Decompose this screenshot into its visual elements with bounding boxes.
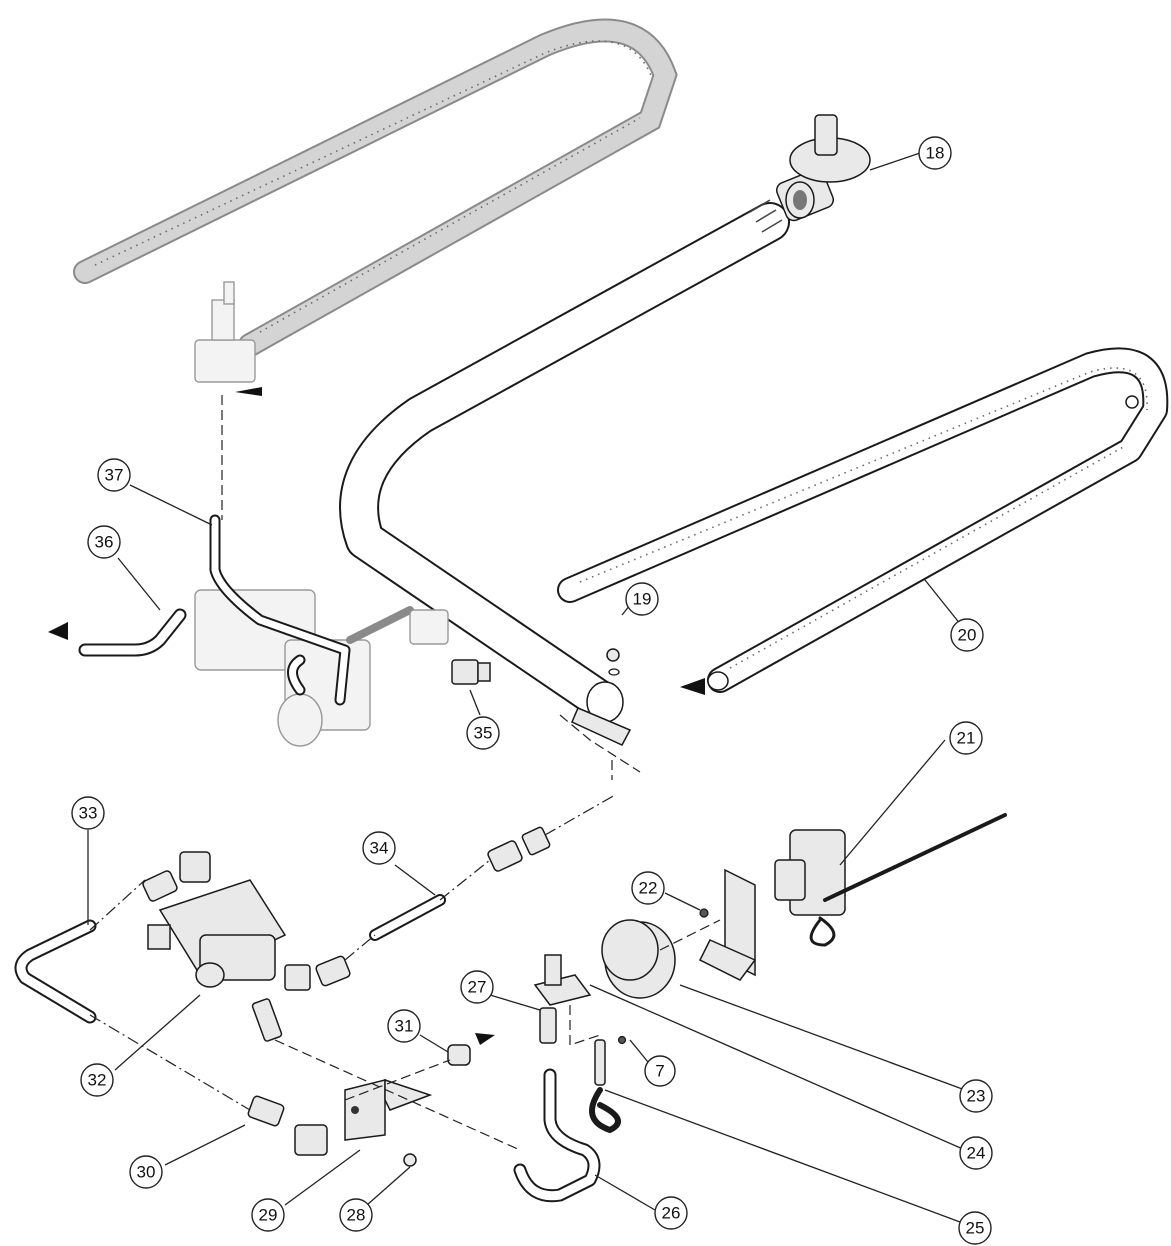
tube-34: [369, 826, 551, 941]
tube-36: [78, 608, 187, 657]
screw-7: [617, 1035, 627, 1045]
callout-33: 33: [71, 796, 105, 830]
svg-text:26: 26: [662, 1204, 681, 1223]
elbow-top: [142, 851, 211, 902]
svg-text:31: 31: [395, 1017, 414, 1036]
svg-text:25: 25: [966, 1219, 985, 1238]
tube-26: [513, 1068, 601, 1203]
regulator: [775, 114, 871, 222]
fitting-35: [451, 659, 491, 685]
callout-25: 25: [958, 1211, 992, 1245]
callout-37: 37: [97, 458, 131, 492]
svg-text:22: 22: [639, 879, 658, 898]
leader-lines: [87, 152, 966, 1223]
callout-23: 23: [959, 1079, 993, 1113]
valve-21: [774, 813, 1007, 947]
screw-22: [699, 908, 709, 918]
knob-23: [601, 919, 676, 999]
svg-text:27: 27: [468, 978, 487, 997]
flow-arrows: [48, 387, 705, 1045]
svg-text:36: 36: [95, 533, 114, 552]
svg-text:23: 23: [967, 1087, 986, 1106]
callout-32: 32: [80, 1063, 114, 1097]
svg-text:19: 19: [633, 590, 652, 609]
callout-30: 30: [129, 1155, 163, 1189]
thermocouple-25: [589, 1039, 621, 1133]
callout-21: 21: [949, 721, 983, 755]
callout-27: 27: [460, 970, 494, 1004]
svg-text:32: 32: [88, 1071, 107, 1090]
callout-35: 35: [466, 716, 500, 750]
callout-19: 19: [625, 582, 659, 616]
valve-32: [147, 879, 287, 988]
upper-burner-ghost: [73, 18, 678, 383]
svg-text:7: 7: [655, 1062, 664, 1081]
callout-31: 31: [387, 1009, 421, 1043]
callout-28: 28: [339, 1198, 373, 1232]
valve-bracket: [698, 868, 757, 981]
pilot-24: [533, 954, 592, 1044]
manifold-tube: [339, 199, 790, 723]
callout-34: 34: [362, 831, 396, 865]
bracket-29: [344, 1078, 433, 1141]
svg-text:21: 21: [957, 729, 976, 748]
manifold-bracket: [559, 707, 641, 780]
svg-text:37: 37: [105, 466, 124, 485]
svg-text:34: 34: [370, 839, 389, 858]
svg-text:28: 28: [347, 1206, 366, 1225]
fittings-right: [251, 955, 351, 1042]
callout-36: 36: [87, 525, 121, 559]
nut-28: [403, 1153, 417, 1167]
callout-22: 22: [631, 871, 665, 905]
tube-33: [14, 919, 97, 1024]
svg-text:18: 18: [926, 144, 945, 163]
svg-text:33: 33: [79, 804, 98, 823]
callout-29: 29: [251, 1198, 285, 1232]
valve-assembly-ghost: [194, 589, 449, 747]
nut-19: [606, 648, 620, 676]
svg-text:30: 30: [137, 1163, 156, 1182]
assembly-lines: [89, 794, 721, 1151]
callout-18: 18: [918, 136, 952, 170]
svg-text:24: 24: [967, 1144, 986, 1163]
callout-24: 24: [959, 1136, 993, 1170]
callout-7: 7: [644, 1055, 676, 1087]
svg-text:29: 29: [259, 1206, 278, 1225]
tube-37: [209, 395, 351, 706]
fitting-31: [447, 1044, 471, 1066]
svg-text:20: 20: [958, 626, 977, 645]
lower-burner: [557, 347, 1169, 693]
callout-20: 20: [950, 618, 984, 652]
elbow-30: [247, 1095, 328, 1156]
svg-text:35: 35: [474, 724, 493, 743]
callout-26: 26: [654, 1196, 688, 1230]
